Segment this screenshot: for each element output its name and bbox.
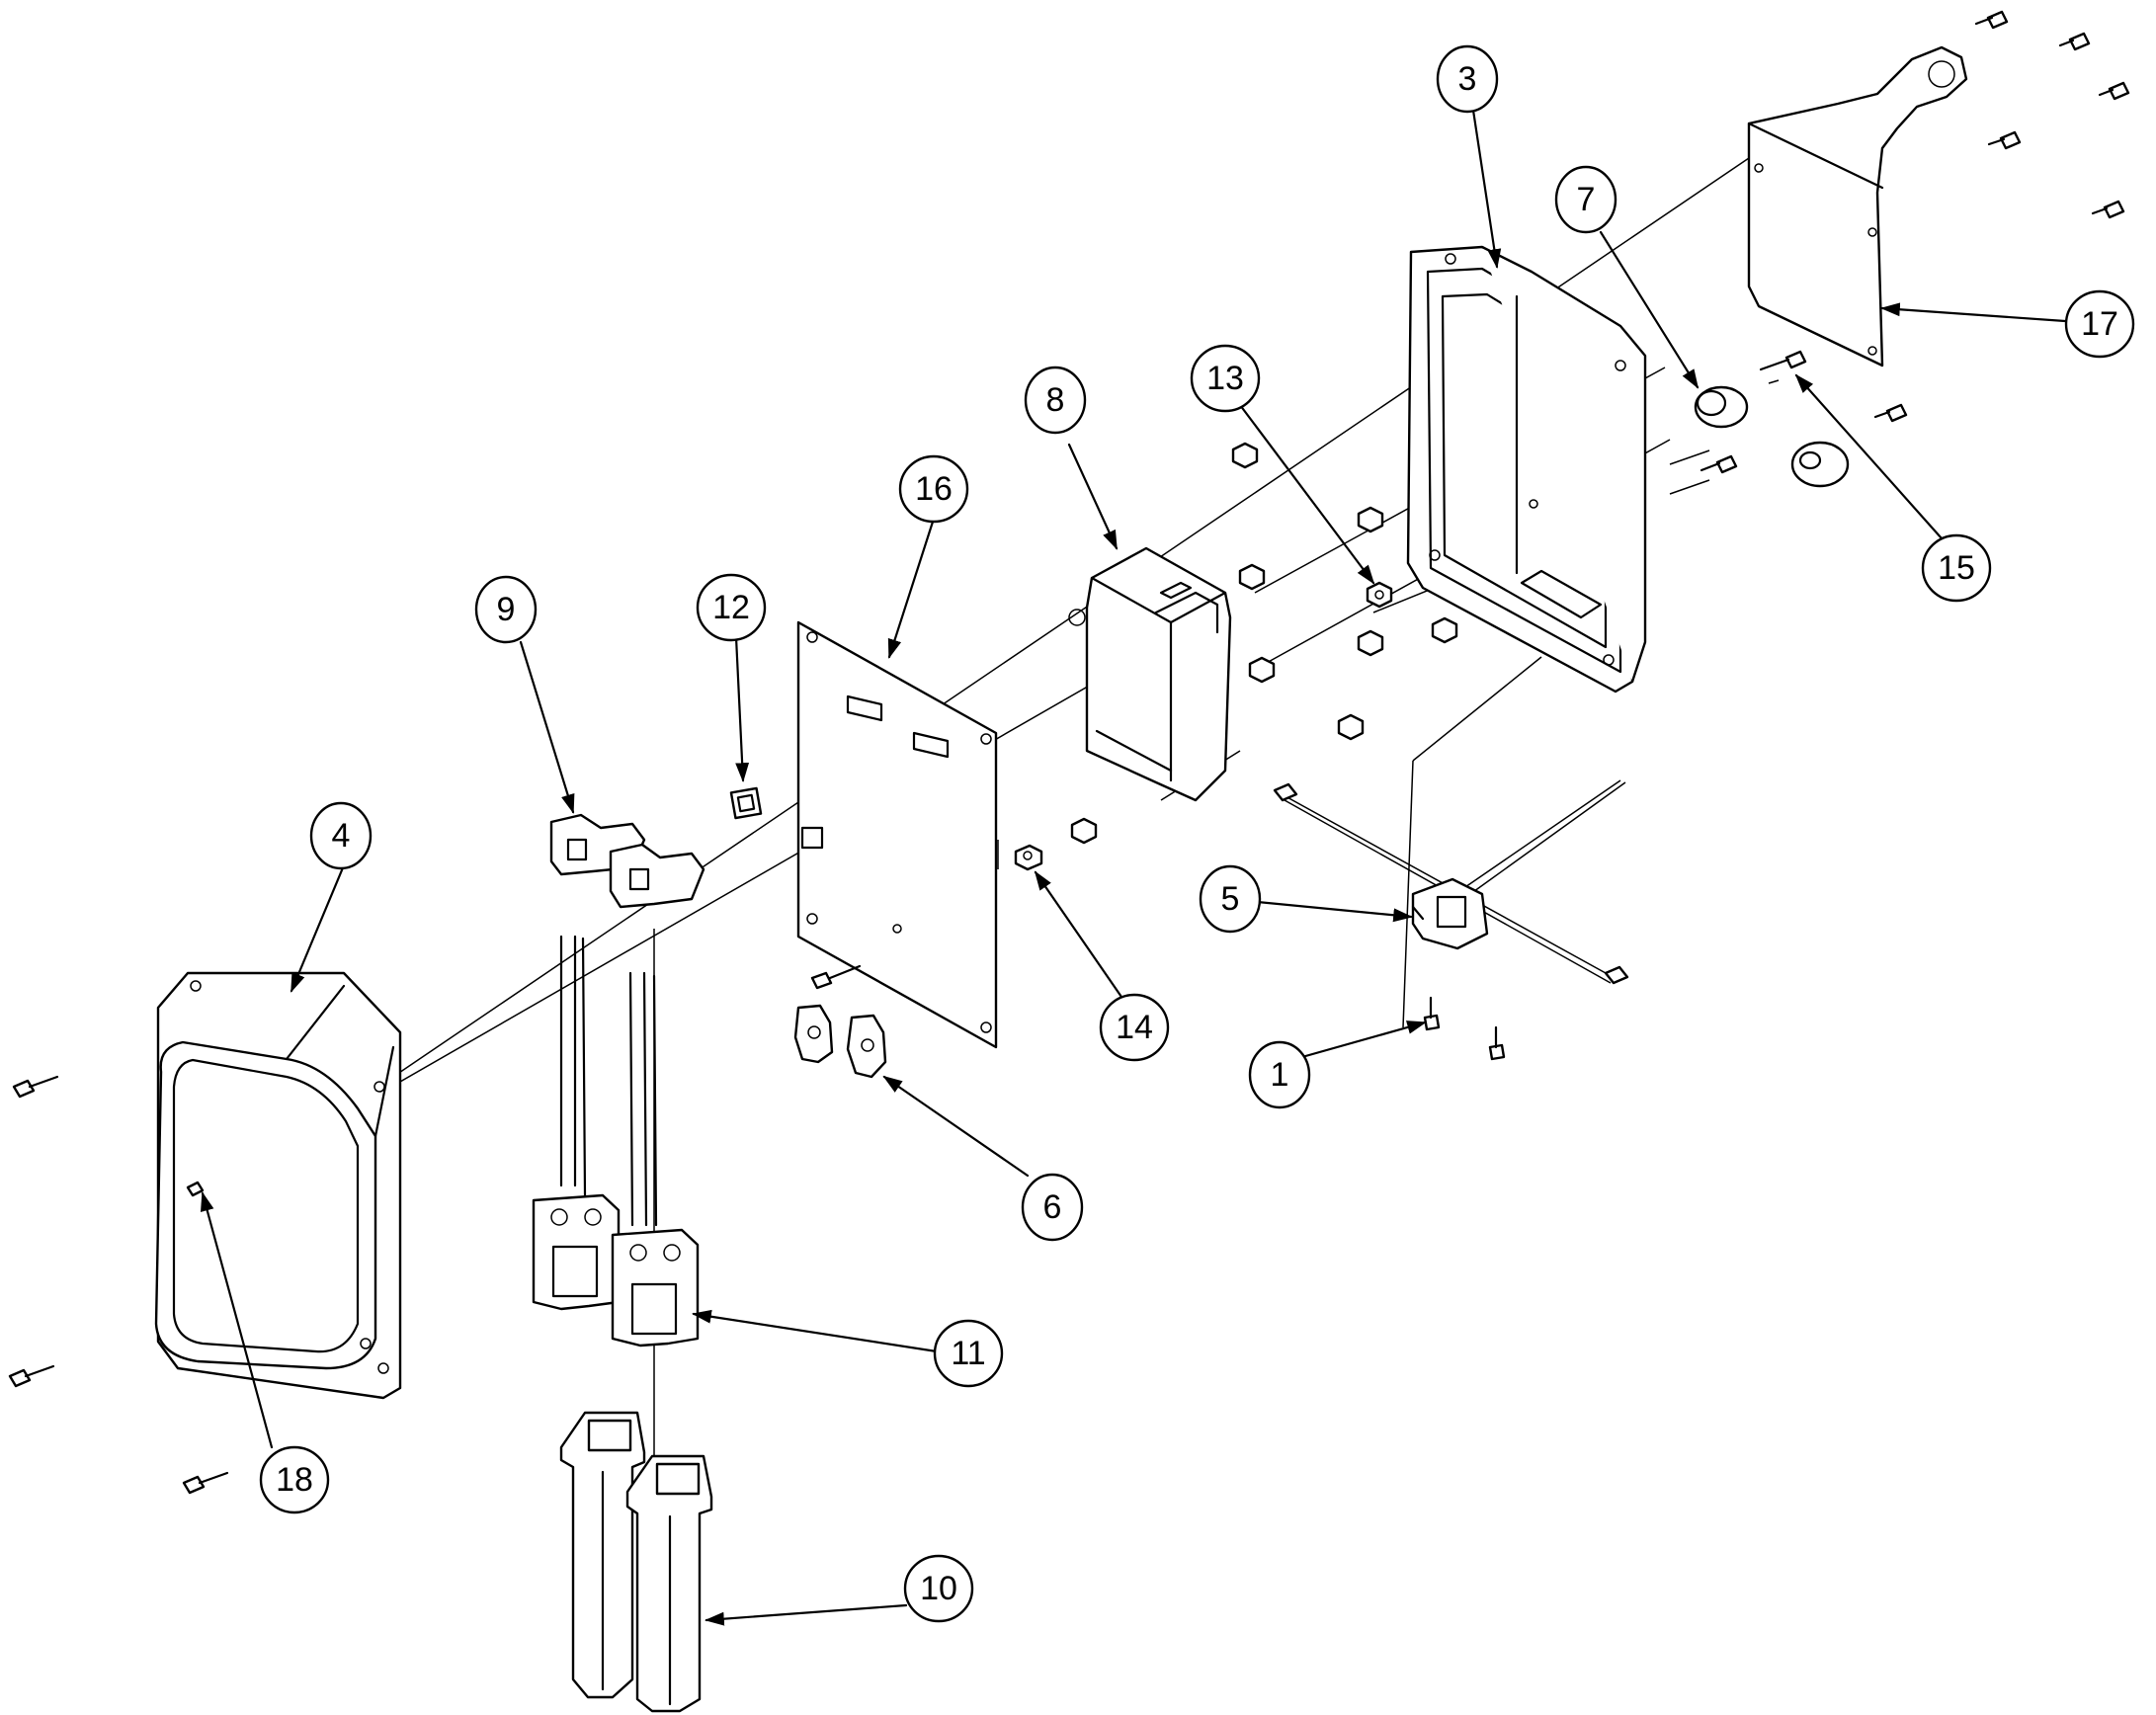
balloon-17: 17 [2064, 289, 2135, 359]
balloon-16: 16 [898, 454, 969, 524]
ballast [1068, 546, 1232, 802]
mounting-bracket [1747, 45, 1968, 368]
balloon-1: 1 [1248, 1040, 1311, 1109]
balloon-13-label: 13 [1206, 360, 1244, 397]
balloon-13: 13 [1190, 344, 1261, 413]
front-cover [154, 971, 402, 1400]
balloon-15: 15 [1921, 533, 1992, 603]
terminal-clips [793, 1004, 887, 1079]
balloon-6: 6 [1021, 1173, 1084, 1242]
balloon-5-label: 5 [1221, 880, 1240, 918]
lamp-socket-bracket [549, 813, 705, 909]
balloon-3: 3 [1436, 44, 1499, 114]
plate-screw [810, 971, 833, 990]
balloon-10-label: 10 [920, 1570, 957, 1607]
leader-lines [200, 102, 2067, 1626]
mounting-plate [796, 620, 998, 1049]
balloon-8-label: 8 [1046, 381, 1065, 419]
grommet-screw [1700, 350, 1807, 474]
pl-lamps [559, 1411, 713, 1713]
balloon-7-label: 7 [1577, 181, 1596, 218]
starter-socket [1273, 779, 1629, 985]
balloon-4-label: 4 [332, 817, 351, 855]
balloon-14-label: 14 [1116, 1009, 1153, 1046]
balloon-18-label: 18 [276, 1461, 313, 1499]
balloon-15-label: 15 [1938, 549, 1975, 587]
nut-14 [1014, 844, 1043, 871]
balloon-16-label: 16 [915, 470, 953, 508]
balloon-7: 7 [1554, 165, 1617, 234]
balloon-11-label: 11 [951, 1335, 985, 1372]
balloon-9: 9 [474, 575, 538, 644]
balloon-8: 8 [1024, 366, 1087, 435]
bracket-screws [1873, 10, 2130, 423]
balloon-12-label: 12 [712, 589, 750, 626]
enclosure-box [1406, 245, 1647, 694]
lamp-holders [532, 935, 700, 1348]
balloon-5: 5 [1199, 864, 1262, 934]
balloon-18: 18 [259, 1445, 330, 1514]
balloon-11: 11 [933, 1319, 1004, 1388]
balloon-6-label: 6 [1043, 1188, 1062, 1226]
loose-screws-left [8, 1075, 229, 1495]
balloon-9-label: 9 [497, 591, 516, 628]
nut-13 [1366, 581, 1393, 609]
small-clip [729, 786, 763, 820]
balloon-12: 12 [696, 573, 767, 642]
loose-nuts [1070, 442, 1458, 845]
balloon-3-label: 3 [1458, 60, 1477, 98]
balloon-14: 14 [1099, 993, 1170, 1062]
screw-1 [1423, 996, 1506, 1061]
rubber-grommet [1694, 385, 1850, 488]
balloon-17-label: 17 [2081, 305, 2118, 343]
balloon-10: 10 [903, 1554, 974, 1623]
balloon-4: 4 [309, 801, 373, 870]
balloon-1-label: 1 [1271, 1056, 1289, 1094]
